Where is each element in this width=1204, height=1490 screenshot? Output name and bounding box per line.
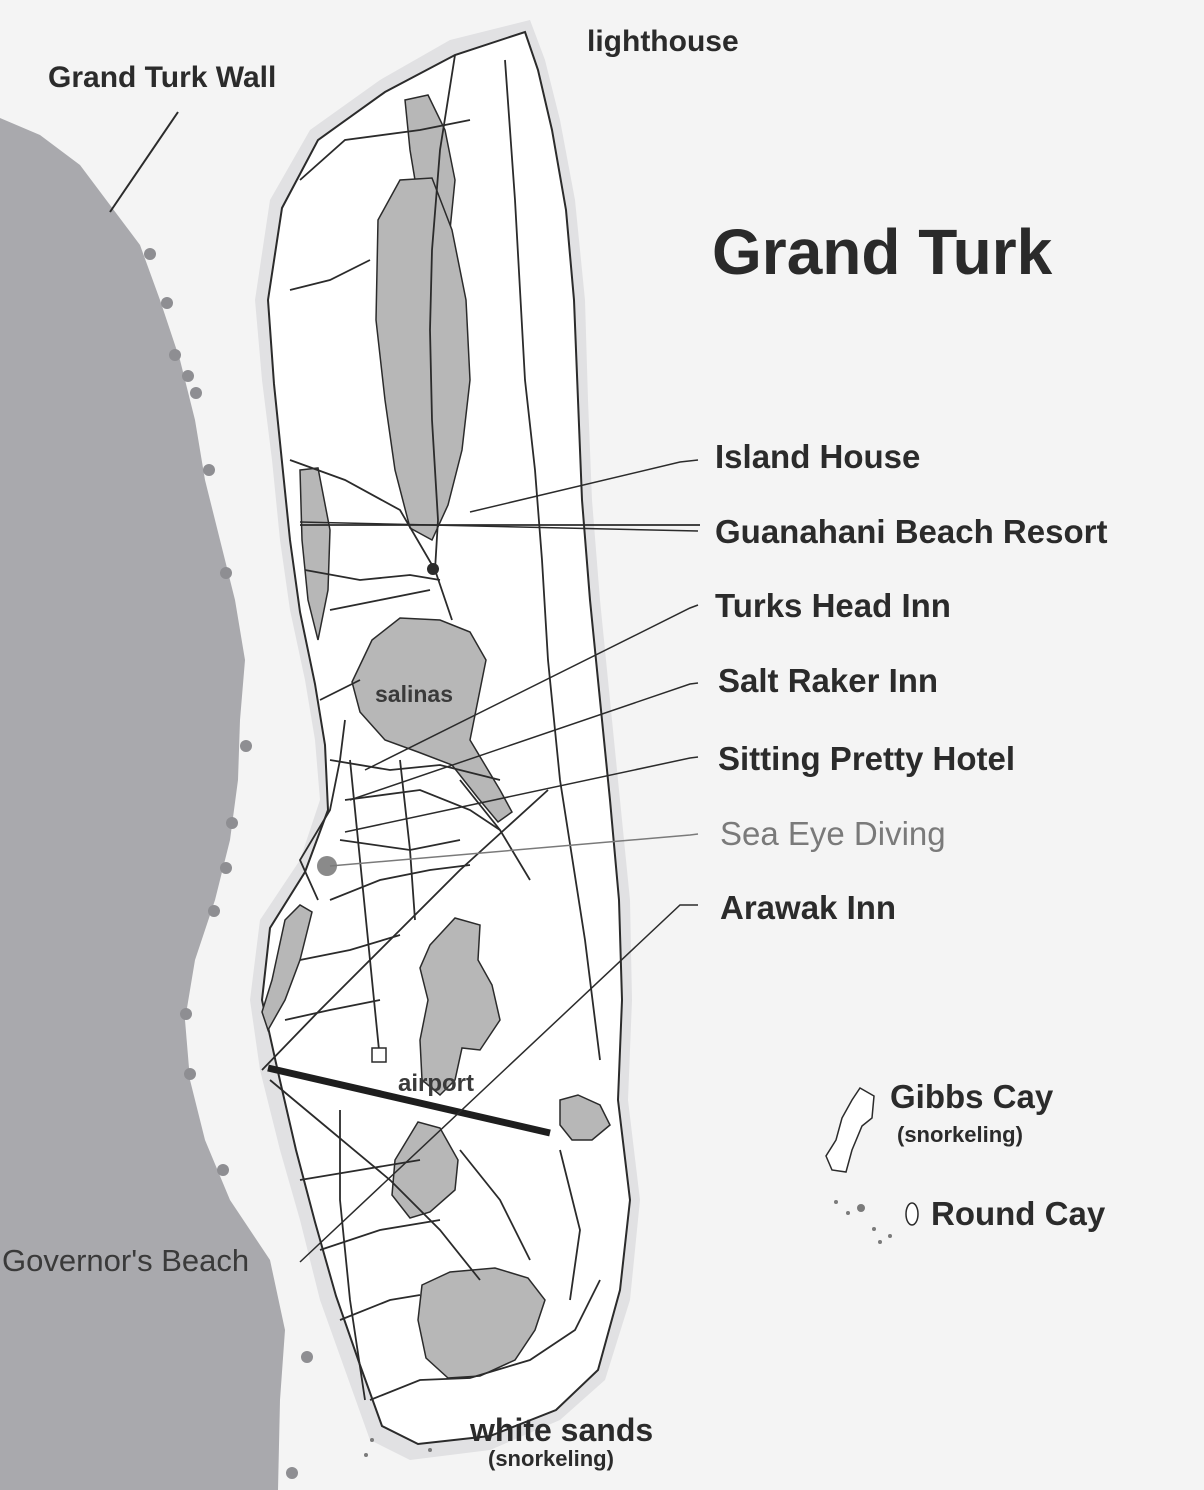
cockburn-town-strip xyxy=(299,467,331,641)
label-guanahani-beach-resort: Guanahani Beach Resort xyxy=(715,513,1108,550)
label-turks-head-inn: Turks Head Inn xyxy=(715,587,951,624)
wall-dive-sites xyxy=(144,248,313,1479)
label-salt-raker-inn: Salt Raker Inn xyxy=(718,662,939,699)
label-governors-beach: Governor's Beach xyxy=(2,1243,250,1278)
label-sitting-pretty-hotel: Sitting Pretty Hotel xyxy=(718,740,1016,777)
label-arawak-inn: Arawak Inn xyxy=(720,889,897,926)
south-strip xyxy=(261,904,313,1032)
ponds xyxy=(261,94,611,1379)
east-inlet xyxy=(559,1094,611,1141)
label-grand-turk-wall: Grand Turk Wall xyxy=(48,61,277,94)
label-airport: airport xyxy=(398,1070,475,1097)
airport-runway xyxy=(267,1064,551,1137)
sea-wall-area xyxy=(0,118,285,1490)
south-creek xyxy=(417,1267,546,1379)
gibbs-cay-island xyxy=(825,1087,875,1173)
label-salinas: salinas xyxy=(375,681,453,707)
building xyxy=(371,1047,387,1063)
label-white-sands: white sands xyxy=(470,1412,654,1448)
hawks-nest-pond xyxy=(391,1121,459,1219)
red-salina xyxy=(351,617,513,824)
round-cay-island xyxy=(905,1202,919,1226)
label-island-house: Island House xyxy=(715,438,921,475)
wall-leader xyxy=(109,111,179,213)
north-pond xyxy=(375,177,471,542)
label-sea-eye-diving: Sea Eye Diving xyxy=(720,815,946,852)
label-gibbs-cay-note: (snorkeling) xyxy=(897,1122,1023,1147)
label-round-cay: Round Cay xyxy=(931,1195,1106,1232)
label-gibbs-cay: Gibbs Cay xyxy=(890,1078,1054,1115)
label-white-sands-note: (snorkeling) xyxy=(488,1446,614,1471)
map-title: Grand Turk xyxy=(712,216,1053,288)
reef-marks xyxy=(364,1200,892,1457)
sea-eye-diving-marker xyxy=(317,856,337,876)
label-lighthouse: lighthouse xyxy=(587,25,739,58)
central-pond xyxy=(419,917,501,1097)
hotel-leaders xyxy=(299,459,699,1263)
island-house-marker xyxy=(427,563,439,575)
roads xyxy=(261,54,700,1401)
